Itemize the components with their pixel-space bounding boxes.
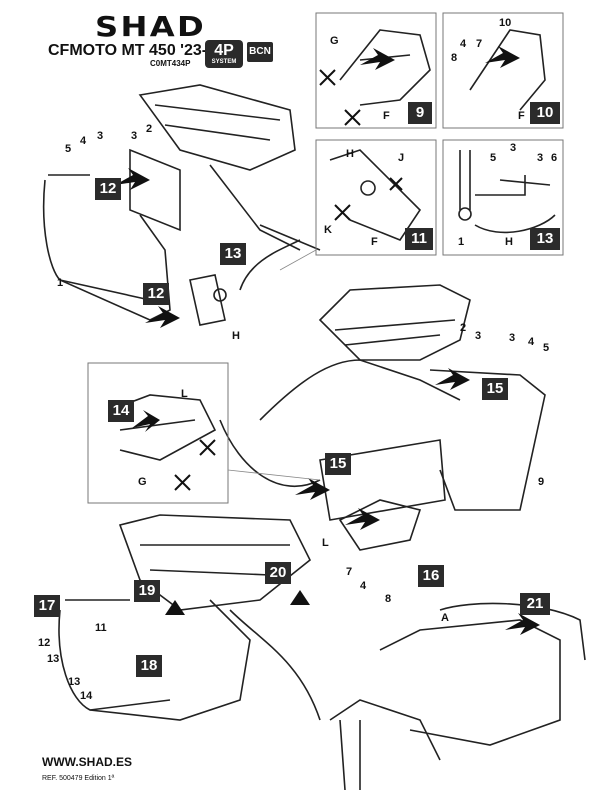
brand-logo: SHAD	[95, 10, 206, 43]
step-15-upper-label: 15	[482, 378, 508, 400]
part-label: H	[505, 236, 513, 248]
part-label: 7	[476, 38, 483, 50]
part-label: A	[441, 612, 449, 624]
part-label: H	[346, 148, 354, 160]
part-label: 13	[68, 676, 81, 688]
step-21-label: 21	[520, 593, 550, 615]
part-label: 3	[97, 130, 104, 142]
part-label: 5	[65, 143, 72, 155]
part-label: F	[383, 110, 390, 122]
step-9-label: 9	[408, 102, 432, 124]
part-label: 4	[460, 38, 467, 50]
part-label: 4	[360, 580, 367, 592]
part-label: 8	[385, 593, 392, 605]
part-label: 4	[528, 336, 535, 348]
step-14-label: 14	[108, 400, 134, 422]
part-label: 6	[551, 152, 558, 164]
part-label: 11	[95, 622, 107, 634]
part-label: 13	[47, 653, 60, 665]
part-label: G	[330, 35, 339, 47]
4p-label: 4P	[214, 42, 234, 59]
part-label: 3	[510, 142, 517, 154]
step-19-label: 19	[134, 580, 160, 602]
part-label: G	[138, 476, 147, 488]
part-label: J	[398, 152, 405, 164]
part-label: 10	[499, 17, 512, 29]
part-label: 8	[451, 52, 458, 64]
part-label: 7	[346, 566, 353, 578]
part-label: F	[371, 236, 378, 248]
part-label: 3	[537, 152, 544, 164]
step-15-lower-label: 15	[325, 453, 351, 475]
website-link[interactable]: WWW.SHAD.ES	[42, 755, 132, 769]
step-13-inset-label: 13	[530, 228, 560, 250]
model-title: CFMOTO MT 450 '23-	[48, 42, 208, 59]
part-label: 2	[146, 123, 153, 135]
edition-reference: REF. 500479 Edition 1ª	[42, 775, 115, 782]
part-label: 5	[490, 152, 497, 164]
part-label: L	[322, 537, 329, 549]
step-12-upper-label: 12	[95, 178, 121, 200]
part-label: 1	[458, 236, 465, 248]
step-12-lower-label: 12	[143, 283, 169, 305]
part-label: 2	[460, 322, 467, 334]
step-11-label: 11	[405, 228, 433, 250]
step-13-main-label: 13	[220, 243, 246, 265]
bcn-badge: BCN	[247, 42, 273, 62]
part-label: 4	[80, 135, 87, 147]
4p-system-badge: 4P SYSTEM	[205, 40, 243, 68]
part-label: 3	[475, 330, 482, 342]
4p-sub: SYSTEM	[211, 59, 237, 65]
part-label: 3	[509, 332, 516, 344]
part-label: F	[518, 110, 525, 122]
step-18-label: 18	[136, 655, 162, 677]
step-17-label: 17	[34, 595, 60, 617]
part-label: 5	[543, 342, 550, 354]
part-label: H	[232, 330, 240, 342]
product-ref: C0MT434P	[150, 59, 191, 68]
step-16-label: 16	[418, 565, 444, 587]
part-label: 14	[80, 690, 93, 702]
part-label: L	[181, 388, 188, 400]
part-label: 3	[131, 130, 138, 142]
part-label: 1	[57, 277, 64, 289]
part-label: K	[324, 224, 332, 236]
part-label: 9	[538, 476, 545, 488]
part-label: 12	[38, 637, 51, 649]
step-20-label: 20	[265, 562, 291, 584]
step-10-label: 10	[530, 102, 560, 124]
